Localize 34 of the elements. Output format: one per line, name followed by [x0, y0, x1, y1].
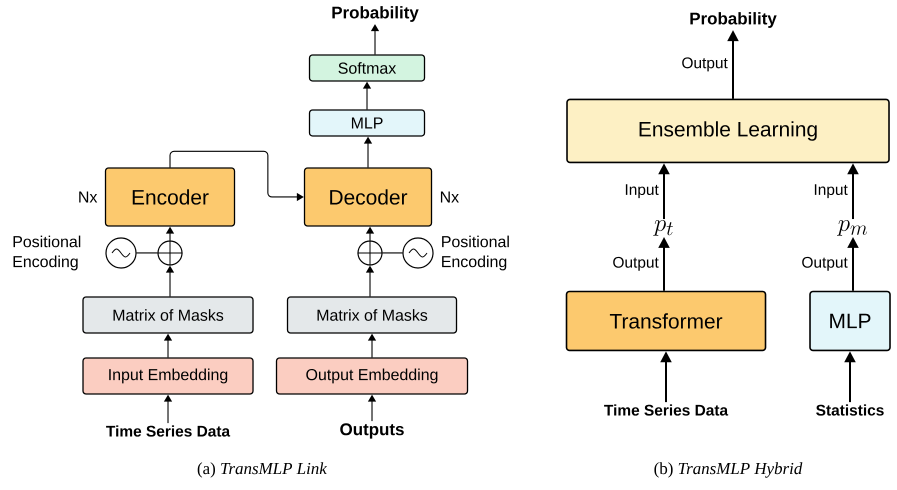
- mlp-box: MLP: [308, 109, 426, 137]
- annotation-text: Positional Encoding: [14, 236, 80, 270]
- caption: (a) TransMLP Link: [198, 462, 328, 478]
- process-box: Matrix of Masks: [82, 296, 254, 334]
- ensemble-box: Ensemble Learning: [566, 98, 890, 164]
- output-label: Probability: [332, 6, 419, 22]
- transformer-box: Transformer: [566, 290, 766, 352]
- input-label: Statistics: [816, 404, 884, 416]
- embedding-box: Input Embedding: [82, 357, 254, 395]
- annotation-text: Positional Encoding: [442, 236, 509, 270]
- adder-symbol: [356, 240, 384, 266]
- softmax-box: Softmax: [308, 54, 426, 82]
- edge-label: Input: [814, 184, 848, 198]
- repeat-count: Nx: [79, 192, 98, 202]
- formula: $p_m$: [837, 220, 868, 236]
- sine-source-symbol: [105, 237, 137, 269]
- edge-label: Output: [802, 256, 848, 271]
- input-label: Time Series Data: [106, 425, 230, 437]
- repeat-count: Nx: [440, 192, 459, 202]
- edge-label: Input: [626, 184, 659, 198]
- encoder-box: Encoder: [104, 167, 236, 227]
- formula: $p_t$: [653, 220, 673, 236]
- mlp-box: MLP: [809, 290, 891, 352]
- output-label: Probability: [690, 12, 777, 28]
- caption: (b) TransMLP Hybrid: [654, 462, 802, 478]
- input-label: Outputs: [340, 423, 404, 439]
- embedding-box: Output Embedding: [276, 357, 468, 395]
- process-box: Matrix of Masks: [286, 296, 458, 334]
- input-label: Time Series Data: [604, 404, 728, 416]
- decoder-box: Decoder: [304, 167, 432, 227]
- edge-label: Output: [682, 57, 728, 72]
- sine-source-symbol: [402, 237, 434, 269]
- edge-label: Output: [613, 256, 659, 271]
- adder-symbol: [156, 240, 184, 266]
